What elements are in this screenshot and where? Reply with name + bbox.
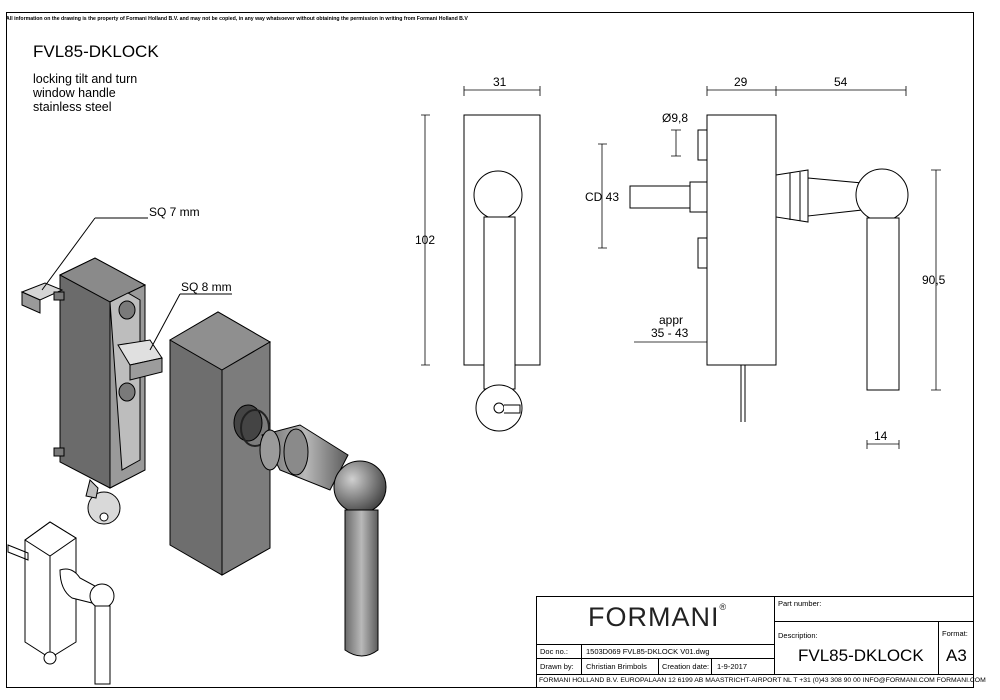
creation-date-value: 1-9-2017 xyxy=(717,662,748,671)
company-footer: FORMANI HOLLAND B.V. EUROPALAAN 12 6199 … xyxy=(539,677,986,684)
small-isometric-sketch xyxy=(7,521,115,685)
front-view xyxy=(463,114,541,432)
product-title: FVL85-DKLOCK xyxy=(33,42,159,61)
drawn-by-label: Drawn by: xyxy=(540,662,574,671)
dim-side-lever-length: 54 xyxy=(834,75,848,89)
dim-lever-drop: 90,5 xyxy=(922,273,946,287)
callout-sq7: SQ 7 mm xyxy=(149,205,200,219)
description-line-3: stainless steel xyxy=(33,100,112,114)
description-line-1: locking tilt and turn xyxy=(33,72,138,86)
title-block-description: FVL85-DKLOCK xyxy=(798,646,924,665)
formani-logo: FORMANI® xyxy=(588,602,728,632)
front-view-dimensions xyxy=(421,86,541,366)
dim-spindle-range: 35 - 43 xyxy=(651,326,689,340)
callout-leaders xyxy=(41,217,232,351)
part-number-label: Part number: xyxy=(778,599,822,608)
isometric-handle-rose xyxy=(169,311,387,657)
dim-center-distance: CD 43 xyxy=(585,190,620,204)
dim-spindle-label: appr xyxy=(659,313,684,327)
dim-front-height: 102 xyxy=(415,233,436,247)
description-label: Description: xyxy=(778,631,818,640)
drawn-by-value: Christian Brimbols xyxy=(586,662,647,671)
format-label: Format: xyxy=(942,629,968,638)
doc-no-label: Doc no.: xyxy=(540,647,568,656)
doc-no-value: 1503D069 FVL85-DKLOCK V01.dwg xyxy=(586,647,710,656)
callout-sq8: SQ 8 mm xyxy=(181,280,232,294)
description-line-2: window handle xyxy=(33,86,116,100)
dim-front-width: 31 xyxy=(493,75,507,89)
disclaimer-text: All information on the drawing is the pr… xyxy=(6,16,468,22)
dim-spindle-diameter: Ø9,8 xyxy=(662,111,689,125)
title-block: FORMANI® Part number: Description: Forma… xyxy=(536,596,986,688)
dim-lever-thickness: 14 xyxy=(874,429,888,443)
creation-date-label: Creation date: xyxy=(662,662,710,671)
dim-side-base-width: 29 xyxy=(734,75,748,89)
title-block-format: A3 xyxy=(946,646,967,665)
drawing-frame xyxy=(6,12,974,688)
side-view-dimensions xyxy=(598,86,941,449)
side-view xyxy=(629,114,909,422)
isometric-lock-base xyxy=(20,257,163,525)
